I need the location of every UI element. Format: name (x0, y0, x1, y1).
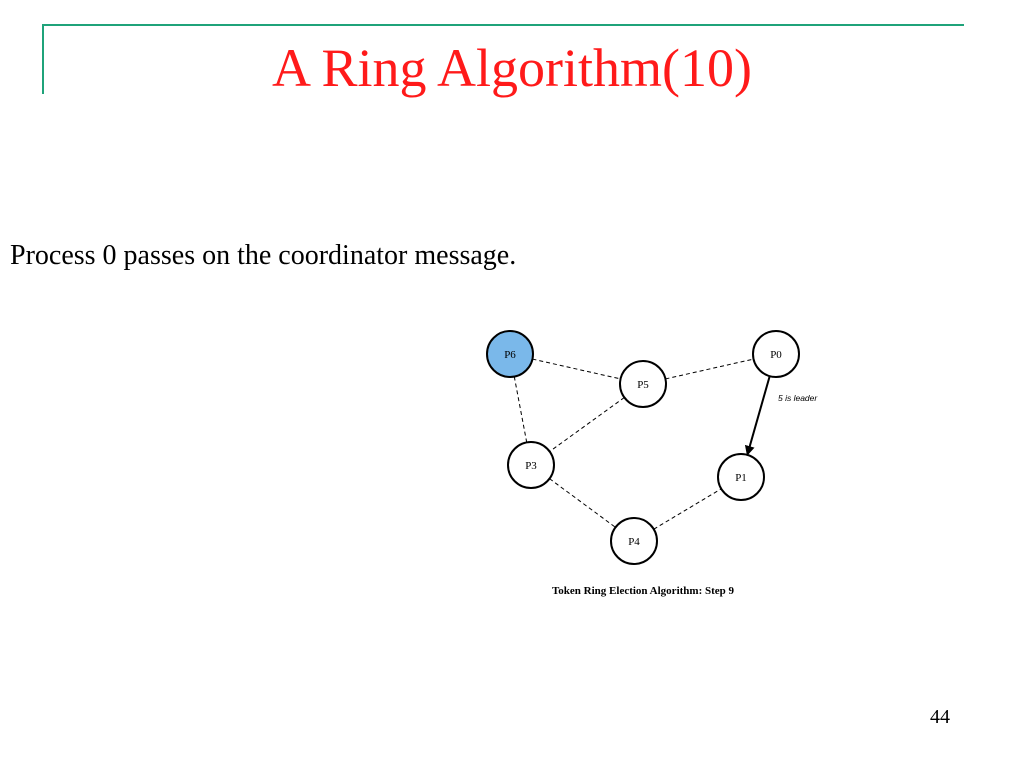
node-label: P3 (525, 460, 537, 472)
link-p6-p5 (532, 358, 621, 380)
node-label: P4 (628, 536, 640, 548)
link-p5-p0 (665, 358, 754, 380)
node-label: P1 (735, 472, 747, 484)
node-label: P0 (770, 349, 782, 361)
link-p4-p1 (653, 488, 722, 530)
node-p3: P3 (507, 441, 555, 489)
slide-number: 44 (930, 706, 950, 728)
node-label: P5 (637, 379, 649, 391)
node-p0: P0 (752, 330, 800, 378)
node-circle (507, 441, 555, 489)
slide-title: A Ring Algorithm(10) (271, 38, 752, 98)
node-circle (717, 453, 765, 501)
link-p5-p3 (549, 397, 625, 452)
node-label: P6 (504, 349, 516, 361)
link-p3-p4 (549, 478, 616, 528)
node-p6: P6 (486, 330, 534, 378)
node-circle (619, 360, 667, 408)
node-circle (610, 517, 658, 565)
node-circle (752, 330, 800, 378)
link-label: 5 is leader (778, 393, 818, 403)
link-p6-p3 (513, 376, 528, 443)
node-p4: P4 (610, 517, 658, 565)
link-p0-p1 (744, 375, 771, 456)
body-text: Process 0 passes on the coordinator mess… (10, 240, 517, 271)
title-rule-vertical (42, 24, 44, 94)
node-p1: P1 (717, 453, 765, 501)
node-p5: P5 (619, 360, 667, 408)
title-rule-horizontal (42, 24, 964, 26)
node-circle (486, 330, 534, 378)
diagram-caption: Token Ring Election Algorithm: Step 9 (552, 585, 735, 597)
